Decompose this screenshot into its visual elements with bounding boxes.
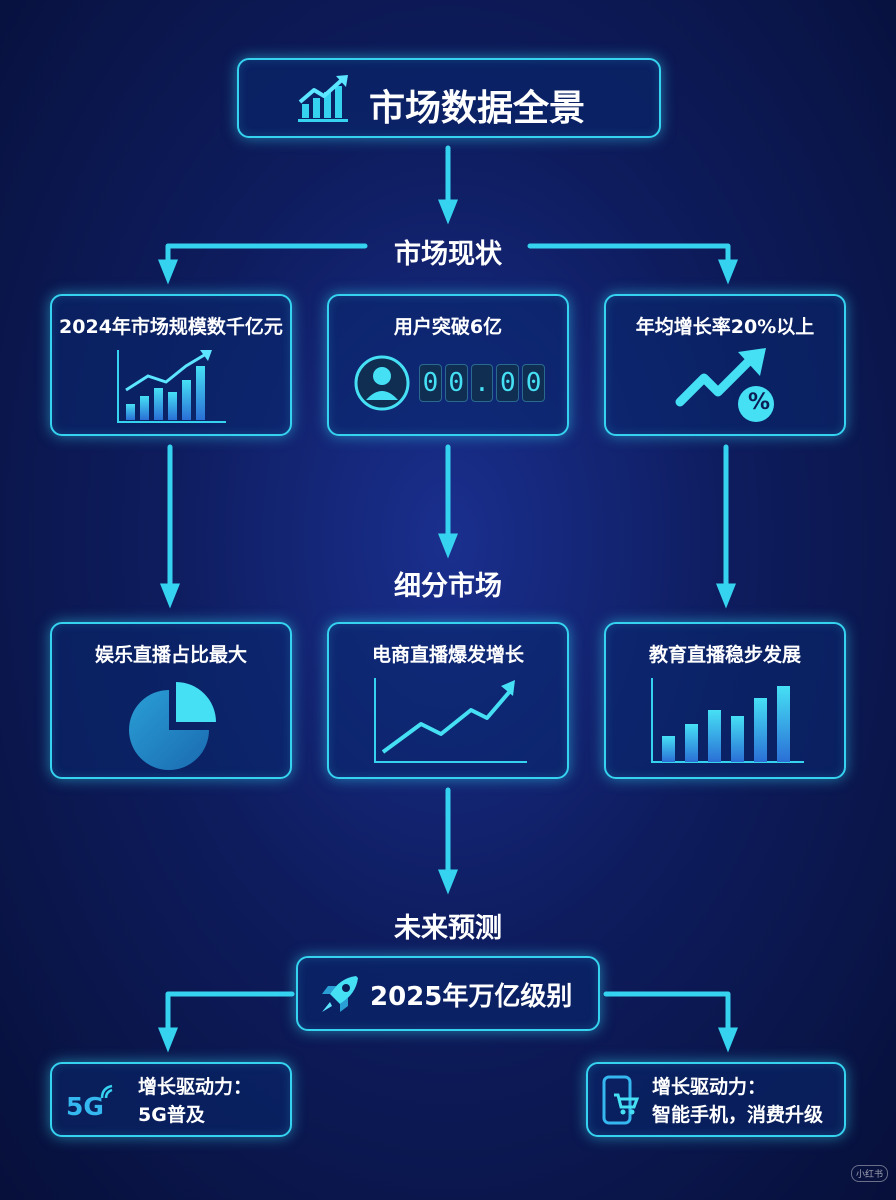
forecast-box: 2025年万亿级别 xyxy=(296,956,600,1031)
arrow-forecast-right xyxy=(603,991,738,1053)
bar-chart-icon xyxy=(117,350,226,423)
watermark: 小红书 xyxy=(850,1165,888,1182)
arrow-status-left xyxy=(158,243,368,285)
driver-line: 增长驱动力： xyxy=(652,1076,767,1098)
driver-line: 智能手机，消费升级 xyxy=(652,1104,824,1126)
title-box: 市场数据全景 xyxy=(237,58,661,138)
counter-digit: . xyxy=(470,364,494,402)
phone-cart-icon xyxy=(602,1075,640,1125)
line-chart-icon xyxy=(374,678,527,763)
segment-card-education: 教育直播稳步发展 xyxy=(604,622,846,779)
5g-icon: 5G xyxy=(66,1084,124,1132)
card-title: 用户突破6亿 xyxy=(393,316,503,338)
status-card-users: 用户突破6亿 0 0 . 0 0 xyxy=(327,294,569,436)
counter-digit: 0 xyxy=(444,364,468,402)
card-title: 娱乐直播占比最大 xyxy=(94,644,247,666)
pie-chart-icon xyxy=(129,682,216,770)
rocket-icon xyxy=(322,976,358,1012)
status-card-growth-rate: 年均增长率20%以上 % xyxy=(604,294,846,436)
segment-card-entertainment: 娱乐直播占比最大 xyxy=(50,622,292,779)
user-icon xyxy=(354,355,410,411)
card-title: 教育直播稳步发展 xyxy=(648,644,801,666)
driver-card-smartphone: 增长驱动力： 智能手机，消费升级 xyxy=(586,1062,846,1137)
trend-percent-icon xyxy=(675,348,774,422)
bar-chart-icon xyxy=(651,678,804,763)
card-title: 年均增长率20%以上 xyxy=(635,316,815,338)
section-label-segments: 细分市场 xyxy=(394,571,502,602)
forecast-label: 2025年万亿级别 xyxy=(370,982,573,1012)
percent-badge: % xyxy=(747,390,771,415)
segment-card-ecommerce: 电商直播爆发增长 xyxy=(327,622,569,779)
counter-digit: 0 xyxy=(522,364,545,402)
counter-digit: 0 xyxy=(419,364,442,402)
arrow-status-right xyxy=(527,243,738,285)
section-label-forecast: 未来预测 xyxy=(394,913,502,944)
driver-line: 增长驱动力： xyxy=(138,1076,253,1098)
user-counter: 0 0 . 0 0 xyxy=(419,364,545,402)
growth-chart-icon xyxy=(298,75,348,122)
card-title: 2024年市场规模数千亿元 xyxy=(59,316,283,338)
driver-line: 5G普及 xyxy=(138,1104,205,1126)
status-card-market-size: 2024年市场规模数千亿元 xyxy=(50,294,292,436)
counter-digit: 0 xyxy=(496,364,520,402)
driver-card-5g: 5G 增长驱动力： 5G普及 xyxy=(50,1062,292,1137)
page-title: 市场数据全景 xyxy=(369,88,586,129)
arrow-forecast-left xyxy=(158,991,295,1053)
card-title: 电商直播爆发增长 xyxy=(371,644,524,666)
section-label-status: 市场现状 xyxy=(394,239,502,270)
